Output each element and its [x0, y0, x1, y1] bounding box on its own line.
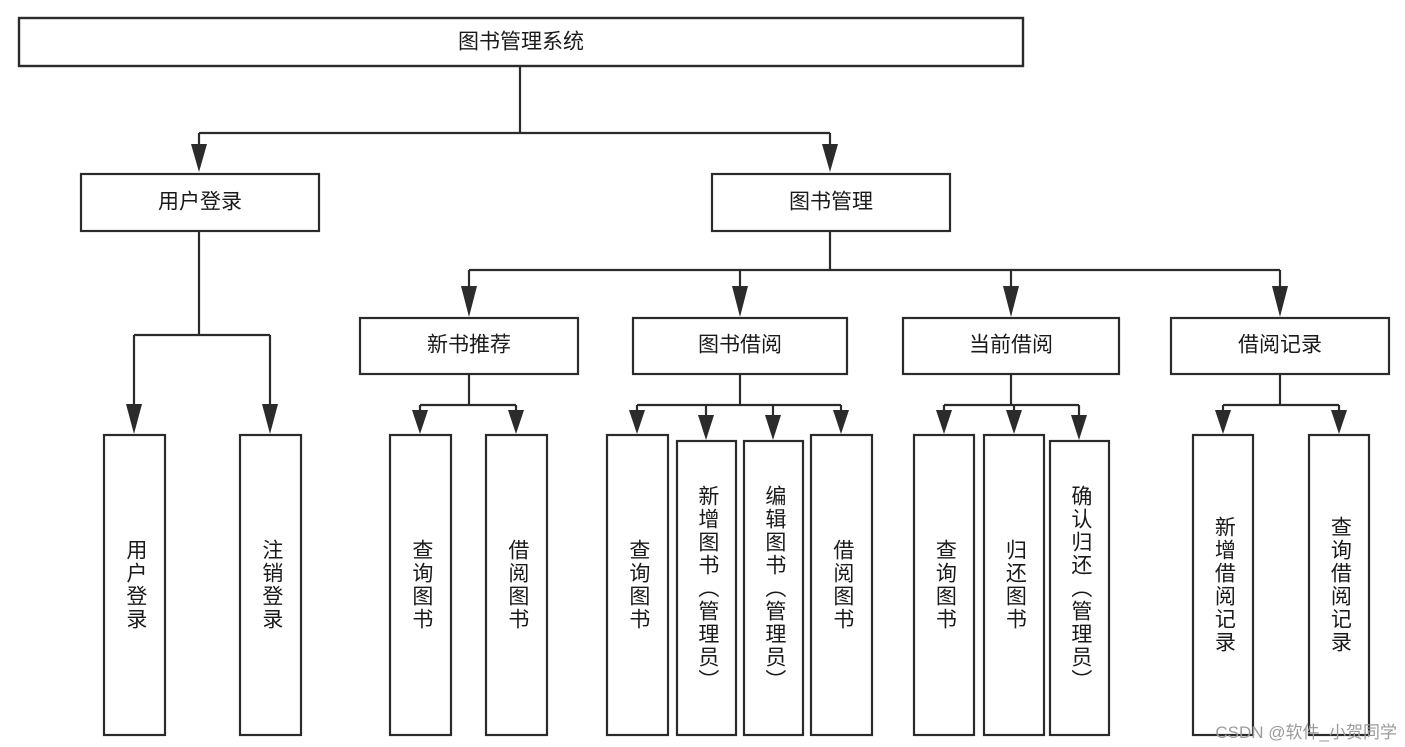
node-book-management-label: 图书管理 [789, 191, 873, 214]
arrow-head-icon [833, 410, 849, 434]
leaf-box-query-book-2[interactable] [605, 433, 670, 737]
leaf-box-confirm-return-admin[interactable] [1048, 439, 1111, 737]
arrow-head-icon [1003, 286, 1019, 317]
arrow-head-icon [822, 144, 838, 172]
arrow-head-icon [1215, 410, 1231, 434]
leaf-box-query-book-3[interactable] [912, 433, 976, 737]
node-user-login[interactable]: 用户登录 [79, 172, 321, 233]
connector-borrow-record-to-leaves [1215, 374, 1347, 434]
arrow-head-icon [461, 286, 477, 317]
arrow-head-icon [1071, 415, 1087, 440]
node-book-borrow-label: 图书借阅 [698, 334, 782, 357]
connector-book-borrow-to-leaves [629, 374, 849, 440]
arrow-head-icon [262, 404, 278, 434]
connector-user-login-to-leaves [126, 232, 278, 434]
arrow-head-icon [126, 404, 142, 434]
node-borrow-record[interactable]: 借阅记录 [1169, 316, 1391, 376]
leaf-box-user-login[interactable] [102, 433, 167, 737]
leaf-box-logout[interactable] [238, 433, 303, 737]
leaf-box-add-borrow-record[interactable] [1191, 433, 1255, 737]
node-root-system[interactable]: 图书管理系统 [17, 16, 1025, 68]
node-borrow-record-label: 借阅记录 [1238, 334, 1322, 357]
connector-current-borrow-to-leaves [936, 374, 1087, 440]
node-book-borrow[interactable]: 图书借阅 [631, 316, 849, 376]
arrow-head-icon [765, 415, 781, 440]
leaf-box-edit-book-admin[interactable] [742, 439, 805, 737]
node-current-borrow[interactable]: 当前借阅 [901, 316, 1121, 376]
leaf-box-return-book[interactable] [982, 433, 1046, 737]
arrow-head-icon [732, 286, 748, 317]
node-user-login-label: 用户登录 [158, 191, 242, 214]
node-current-borrow-label: 当前借阅 [969, 334, 1053, 357]
leaf-box-add-book-admin[interactable] [675, 439, 738, 737]
node-new-book-recommend[interactable]: 新书推荐 [358, 316, 580, 376]
node-root-system-label: 图书管理系统 [458, 31, 584, 54]
connector-book-manage-to-level2 [461, 232, 1288, 317]
arrow-head-icon [936, 410, 952, 434]
connector-new-book-to-leaves [412, 374, 524, 434]
leaf-box-borrow-book-2[interactable] [809, 433, 874, 737]
arrow-head-icon [412, 410, 428, 434]
leaf-box-query-borrow-record[interactable] [1307, 433, 1371, 737]
arrow-head-icon [698, 415, 714, 440]
arrow-head-icon [1331, 410, 1347, 434]
node-new-book-recommend-label: 新书推荐 [427, 334, 511, 357]
leaf-box-query-book-1[interactable] [388, 433, 453, 737]
arrow-head-icon [1272, 286, 1288, 317]
arrow-head-icon [191, 144, 207, 172]
arrow-head-icon [629, 410, 645, 434]
arrow-head-icon [508, 410, 524, 434]
connector-root-to-level1 [191, 67, 838, 172]
watermark-text: CSDN @软件_小贺同学 [1215, 723, 1397, 742]
arrow-head-icon [1006, 410, 1022, 434]
node-book-management[interactable]: 图书管理 [710, 172, 952, 233]
leaf-box-borrow-book-1[interactable] [484, 433, 549, 737]
